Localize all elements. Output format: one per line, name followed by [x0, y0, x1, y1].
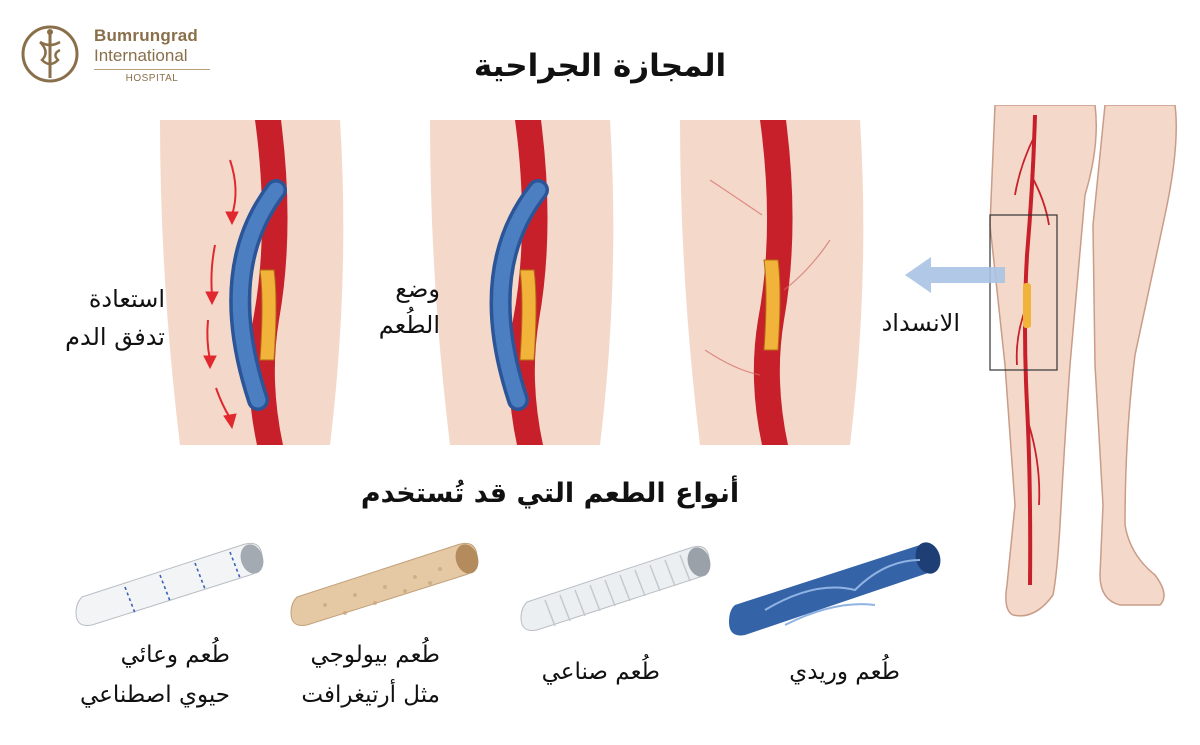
graft-label-biologic-1: طُعم بيولوجي	[310, 642, 440, 668]
step-label-graft-place-1: وضع	[395, 275, 440, 303]
blockage-highlight-box	[989, 214, 1058, 371]
logo-name: Bumrungrad	[94, 26, 198, 45]
blood-flow-arrows-icon	[203, 159, 239, 430]
caduceus-icon	[21, 25, 79, 83]
graft-placement-illustration	[430, 120, 614, 445]
vein-graft-illustration	[729, 542, 941, 636]
graft-label-synthetic: طُعم صناعي	[541, 659, 660, 685]
biologic-graft-illustration	[290, 542, 479, 626]
logo-divider	[94, 69, 210, 70]
synthetic-graft-illustration	[520, 545, 711, 631]
page-title: المجازة الجراحية	[473, 48, 727, 84]
biosynthetic-graft-illustration	[75, 542, 264, 626]
blocked-artery-illustration	[680, 120, 864, 445]
hospital-logo: Bumrungrad International HOSPITAL	[20, 22, 210, 92]
step-label-restore-1: استعادة	[88, 285, 165, 313]
step-label-blockage: الانسداد	[881, 309, 960, 337]
logo-hospital: HOSPITAL	[125, 73, 179, 84]
graft-label-biologic-2: مثل أرتيغرافت	[301, 682, 440, 708]
zoom-arrow-icon	[905, 257, 1005, 293]
graft-label-biosynthetic-2: حيوي اصطناعي	[80, 682, 230, 708]
logo-subtitle: International	[94, 46, 188, 65]
restored-flow-illustration	[160, 120, 344, 445]
graft-types-title: أنواع الطعم التي قد تُستخدم	[360, 478, 740, 509]
graft-label-vein: طُعم وريدي	[789, 659, 900, 685]
step-label-restore-2: تدفق الدم	[65, 323, 165, 351]
graft-label-biosynthetic-1: طُعم وعائي	[120, 642, 230, 668]
full-leg-illustration	[989, 105, 1177, 617]
step-label-graft-place-2: الطُعم	[378, 311, 440, 339]
